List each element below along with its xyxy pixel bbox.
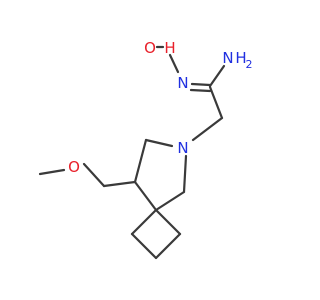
atom-amine-hydrogen-count: 2 [246,58,253,71]
atom-amine-hydrogen: H [235,49,246,67]
bond-spiro-ch2 [154,190,186,212]
bond-ring-n-c-bottom [182,154,188,194]
bond-c-n-double-1 [190,82,212,87]
bond-c-nh2 [208,64,226,88]
bond-ch2-o [82,162,106,188]
bond-ring-n-c-top [144,138,174,148]
bond-cb-4 [130,208,158,236]
bond-ring-ch2-ch [133,138,148,184]
bond-ch2-ring-n [191,116,224,142]
bond-cb-1 [154,208,182,236]
atom-oxime-nitrogen: N [177,74,188,92]
molecule-diagram: O H N N H 2 N O [0,0,300,300]
bond-ch-ch2-ether [102,180,137,188]
bond-ch-spiro [133,180,158,212]
atom-ether-oxygen: O [68,158,80,176]
bond-o-ch3 [38,168,66,176]
bond-c-n-double-2 [189,88,212,93]
bond-c-ch2 [208,85,224,120]
bond-cb-3 [130,232,158,260]
atom-hydroxyl-hydrogen: H [164,39,175,57]
atom-hydroxyl-oxygen: O [144,39,156,57]
atom-amine-nitrogen: N [222,49,233,67]
atom-labels: O H N N H 2 N O [68,39,252,176]
bonds [38,53,226,260]
background [0,0,300,300]
atom-ring-nitrogen: N [177,139,188,157]
bond-o-n [168,53,180,74]
bond-cb-2 [154,232,182,260]
